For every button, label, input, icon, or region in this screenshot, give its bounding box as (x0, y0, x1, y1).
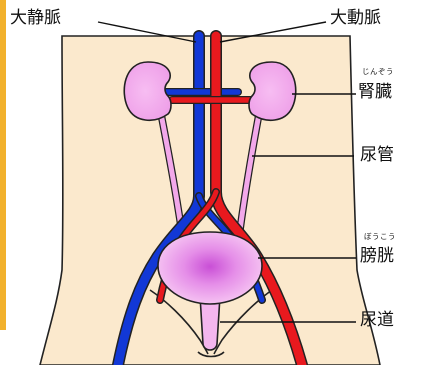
label-vena-cava: 大静脈 (10, 10, 61, 27)
kidney-right (249, 62, 296, 120)
reading-kidney: じんぞう (362, 68, 394, 76)
label-ureter: 尿管 (360, 147, 394, 164)
label-aorta: 大動脈 (330, 10, 381, 27)
label-kidney: 腎臓 (358, 84, 392, 101)
label-urethra: 尿道 (360, 312, 394, 329)
label-bladder: 膀胱 (360, 248, 394, 265)
border-strip (0, 0, 6, 330)
kidney-left (124, 62, 171, 120)
reading-bladder: ぼうこう (364, 233, 396, 241)
bladder (158, 232, 262, 304)
